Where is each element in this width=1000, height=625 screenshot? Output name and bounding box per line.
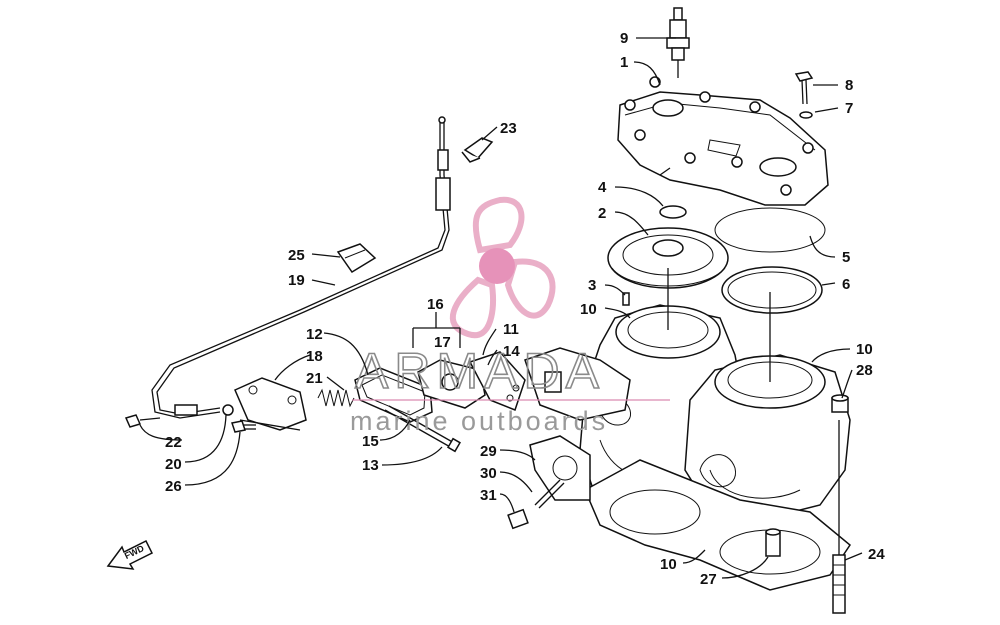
callout-25: 24 bbox=[868, 546, 885, 563]
callout-9: 9 bbox=[620, 30, 628, 47]
callout-4: 4 bbox=[598, 179, 607, 196]
head-gasket-ring bbox=[721, 266, 823, 314]
mount-screw bbox=[231, 420, 256, 433]
callout-31: 30 bbox=[480, 465, 497, 482]
exhaust-valve-body bbox=[417, 359, 486, 409]
watermark: ARMADA marine outboards bbox=[350, 342, 670, 436]
callout-12: 11 bbox=[503, 321, 519, 338]
manifold-nut bbox=[507, 508, 529, 530]
manifold-gasket bbox=[529, 435, 591, 501]
callout-21: 20 bbox=[165, 456, 182, 473]
o-ring bbox=[659, 205, 687, 219]
callout-5: 5 bbox=[842, 249, 850, 266]
cylinder-head bbox=[617, 76, 829, 206]
head-gasket-ring-inner bbox=[727, 271, 817, 309]
dowel-pin bbox=[622, 292, 630, 306]
cable-bolt bbox=[124, 414, 161, 428]
long-bolt bbox=[384, 405, 461, 453]
head-gasket bbox=[714, 207, 826, 253]
callout-28: 27 bbox=[700, 571, 717, 588]
manifold-stud bbox=[534, 479, 565, 509]
cable-washer bbox=[222, 404, 234, 416]
forward-direction-arrow: FWD bbox=[106, 539, 154, 570]
exhaust-valve-cover bbox=[234, 377, 307, 431]
callout-32: 31 bbox=[480, 487, 497, 504]
callout-13: 12 bbox=[306, 326, 323, 343]
callout-2: 2 bbox=[598, 205, 606, 222]
control-cable bbox=[151, 116, 451, 419]
callout-16: 15 bbox=[362, 433, 379, 450]
leader-lines bbox=[139, 37, 863, 579]
callout-10-front: 10 bbox=[580, 301, 597, 318]
watermark-subtitle: marine outboards bbox=[350, 406, 608, 436]
cable-clip bbox=[461, 137, 494, 163]
callout-17: 16 bbox=[427, 296, 444, 313]
callout-27: 26 bbox=[165, 478, 182, 495]
dowel-sleeve bbox=[765, 528, 781, 557]
callout-labels: 9 1 8 7 4 2 5 6 3 10 10 28 23 25 19 16 1… bbox=[165, 30, 885, 588]
callout-30: 29 bbox=[480, 443, 497, 460]
stud-nut bbox=[831, 394, 849, 413]
callout-11: 10 bbox=[660, 556, 677, 573]
combustion-dome bbox=[607, 227, 729, 289]
callout-26: 25 bbox=[288, 247, 305, 264]
callout-3: 3 bbox=[588, 277, 596, 294]
callout-15: 14 bbox=[503, 343, 520, 360]
cylinder-stud bbox=[832, 420, 846, 614]
spark-plug bbox=[666, 7, 690, 78]
callout-20: 19 bbox=[288, 272, 305, 289]
callout-18: 17 bbox=[434, 334, 451, 351]
callout-23: 22 bbox=[165, 434, 182, 451]
base-gasket bbox=[584, 459, 851, 591]
exhaust-manifold bbox=[524, 347, 631, 421]
head-bolt bbox=[794, 71, 814, 119]
callout-24: 23 bbox=[500, 120, 517, 137]
watermark-title: ARMADA bbox=[355, 343, 605, 399]
callout-10-rear: 10 bbox=[856, 341, 873, 358]
callout-22: 21 bbox=[306, 370, 323, 387]
callout-6: 6 bbox=[842, 276, 850, 293]
callout-19: 18 bbox=[306, 348, 323, 365]
exhaust-valve-spring bbox=[317, 388, 355, 408]
cylinder-block bbox=[579, 268, 851, 521]
callout-7: 7 bbox=[845, 100, 853, 117]
cable-grommet bbox=[336, 243, 377, 274]
callout-14: 13 bbox=[362, 457, 379, 474]
watermark-propeller-logo bbox=[449, 196, 556, 339]
callout-29: 28 bbox=[856, 362, 873, 379]
callout-1: 1 bbox=[620, 54, 628, 71]
callout-8: 8 bbox=[845, 77, 853, 94]
